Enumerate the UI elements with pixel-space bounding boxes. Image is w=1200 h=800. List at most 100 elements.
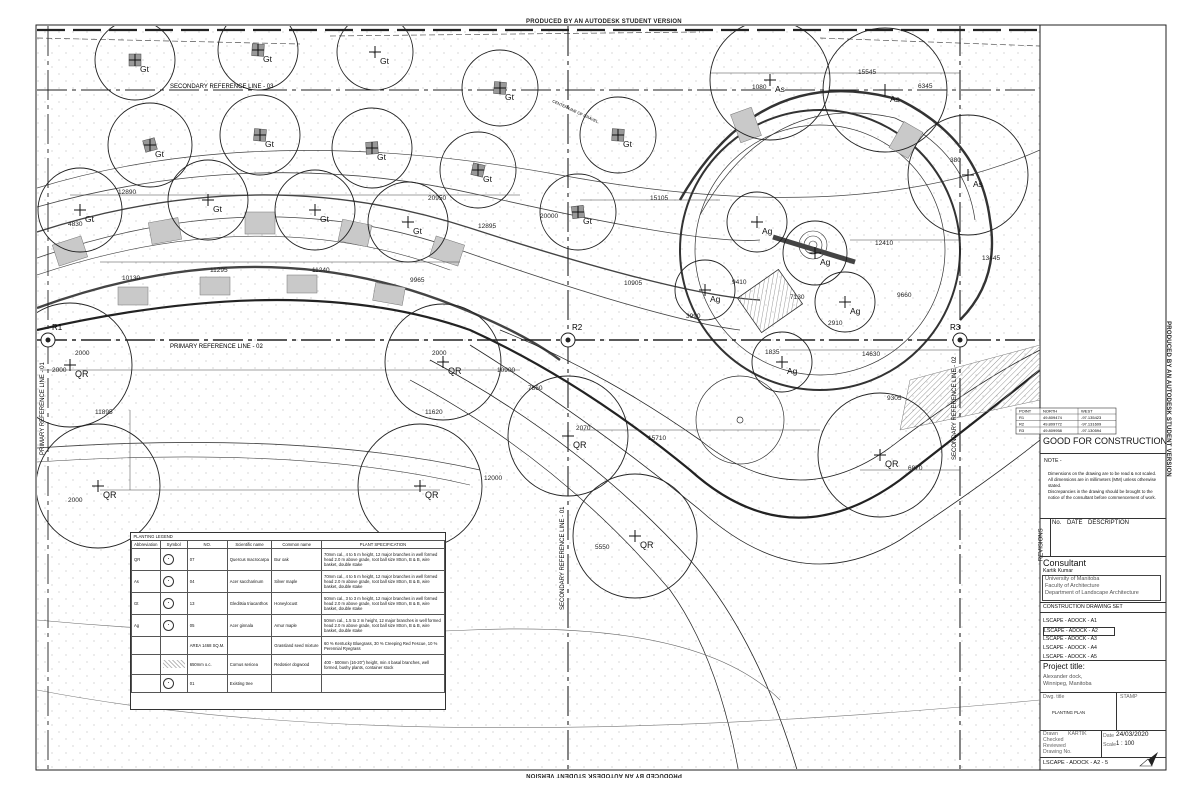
tree-code-label: Gt	[265, 139, 275, 149]
tree-code-label: QR	[425, 490, 439, 500]
dimension-label: 5550	[595, 544, 610, 551]
tree-code-label: Gt	[380, 56, 390, 66]
tree-code-label: Gt	[583, 216, 593, 226]
point-r3: R3	[950, 323, 961, 332]
tree-code-label: Ag	[820, 257, 831, 267]
sheet-a2-current[interactable]: LSCAPE - ADOCK - A2	[1043, 627, 1115, 636]
tree-code-label: QR	[75, 369, 89, 379]
legend-row: AREA 1468 SQ.M. Grassland seed mixture 6…	[131, 636, 445, 656]
tree-qr: QR	[384, 303, 502, 421]
sheet-a3[interactable]: LSCAPE - ADOCK - A3	[1043, 636, 1097, 642]
tree-ag: Ag	[814, 271, 876, 333]
watermark-top: PRODUCED BY AN AUTODESK STUDENT VERSION	[526, 19, 682, 25]
sheet-a5[interactable]: LSCAPE - ADOCK - A5	[1043, 654, 1097, 660]
sheet-a1[interactable]: LSCAPE - ADOCK - A1	[1043, 618, 1097, 624]
tree-qr: QR	[37, 302, 133, 428]
dimension-label: 2910	[828, 320, 843, 327]
consultant-label: Consultant	[1043, 558, 1087, 568]
tree-code-label: Gt	[320, 214, 330, 224]
dimension-label: 9410	[732, 279, 747, 286]
points-cell: -97.130594	[1081, 428, 1102, 433]
points-cell: R2	[1019, 422, 1025, 427]
tree-gt: Gt	[94, 26, 176, 101]
checked-label: Checked	[1043, 737, 1064, 743]
dimension-label: 4830	[68, 221, 83, 228]
points-cell: -97.131609	[1081, 422, 1102, 427]
paver-blocks	[52, 211, 465, 306]
legend-row: As 04 Acer saccharinum Silver maple 70mm…	[131, 570, 445, 594]
points-cell: R1	[1019, 415, 1025, 420]
dimension-label: 10905	[624, 280, 642, 287]
dimension-label: 6345	[918, 83, 933, 90]
legend-row: Gt 13 Gleditsia triacanthos Honeylocust …	[131, 592, 445, 616]
tree-code-label: Gt	[377, 152, 387, 162]
dimension-label: 13445	[982, 255, 1000, 262]
tree-gt: Gt	[167, 159, 249, 241]
project-label: Project title:	[1043, 662, 1085, 671]
tree-code-label: QR	[448, 366, 462, 376]
primary-ref-label-01: PRIMARY REFERENCE LINE - 01	[40, 362, 46, 455]
sheet-a4[interactable]: LSCAPE - ADOCK - A4	[1043, 645, 1097, 651]
dimension-label: 10130	[122, 275, 140, 282]
tree-code-label: Gt	[85, 214, 95, 224]
tree-code-label: As	[973, 179, 983, 189]
dimension-label: 12890	[118, 189, 136, 196]
dimension-label: 2000	[75, 350, 90, 357]
point-r1: R1	[52, 323, 63, 332]
tree-gt: Gt	[37, 167, 123, 253]
legend-row: Ag 05 Acer ginnala Amur maple 50mm cal.,…	[131, 614, 445, 638]
secondary-ref-label-02: SECONDARY REFERENCE LINE - 02	[952, 356, 958, 460]
dimension-label: 380	[950, 157, 961, 164]
watermark-bottom: PRODUCED BY AN AUTODESK STUDENT VERSION	[526, 772, 682, 778]
revision-desc-header: DESCRIPTION	[1088, 520, 1130, 526]
tree-gt: Gt	[274, 169, 356, 251]
shrub-hatch-icon	[162, 660, 185, 669]
project-line-2: Winnipeg, Manitoba	[1043, 681, 1092, 687]
note-label: NOTE -	[1044, 458, 1062, 464]
scale-value: 1 : 100	[1116, 741, 1135, 747]
tree-code-label: As	[890, 94, 900, 104]
date-value: 24/03/2020	[1116, 731, 1149, 738]
dimension-label: 7130	[790, 294, 805, 301]
status-label: GOOD FOR CONSTRUCTION	[1043, 436, 1167, 446]
tree-as: As	[907, 114, 1029, 236]
tree-code-label: Ag	[710, 294, 721, 304]
note-2: All dimensions are in millimeters (MM) u…	[1048, 477, 1157, 488]
points-cell: 49.809958	[1043, 428, 1063, 433]
tree-gt: Gt	[367, 181, 449, 263]
legend-header-sci: Scientific name	[226, 540, 273, 550]
tree-code-label: Gt	[413, 226, 423, 236]
dimension-label: 10900	[497, 367, 515, 374]
tree-gt: Gt	[219, 94, 301, 176]
dimension-label: 20950	[428, 195, 446, 202]
tree-symbol-icon	[162, 597, 174, 609]
legend-header-no: NO.	[186, 540, 228, 550]
reviewed-label: Reviewed	[1043, 743, 1066, 749]
dimension-label: 14630	[862, 351, 880, 358]
tree-gt: Gt	[217, 26, 299, 91]
drawn-label: Drawn	[1043, 731, 1058, 737]
tree-qr: QR	[37, 423, 161, 549]
tree-gt: Gt	[107, 102, 193, 188]
legend-header-spec: PLANT SPECIFICATION	[321, 540, 445, 550]
tree-gt: Gt	[439, 131, 517, 209]
dimension-label: 11240	[312, 267, 330, 274]
dimension-label: 11620	[425, 409, 443, 416]
dimension-label: 15545	[858, 69, 876, 76]
dimension-label: 1835	[765, 349, 780, 356]
tree-code-label: QR	[885, 459, 899, 469]
drawing-no: LSCAPE - ADOCK - A2 - 5	[1043, 760, 1109, 766]
dimension-label: 15105	[650, 195, 668, 202]
pathway-main	[37, 298, 1040, 769]
institution-2: Faculty of Architecture	[1045, 583, 1100, 589]
points-cell: R3	[1019, 428, 1025, 433]
north-arrow-icon	[1139, 752, 1158, 767]
tree-code-label: QR	[103, 490, 117, 500]
dimension-label: 9965	[410, 277, 425, 284]
revision-date-header: DATE	[1067, 520, 1083, 526]
institution-1: University of Manitoba	[1045, 576, 1100, 582]
tree-code-label: Gt	[483, 174, 493, 184]
tree-code-label: Gt	[213, 204, 223, 214]
dimension-label: 2000	[432, 350, 447, 357]
